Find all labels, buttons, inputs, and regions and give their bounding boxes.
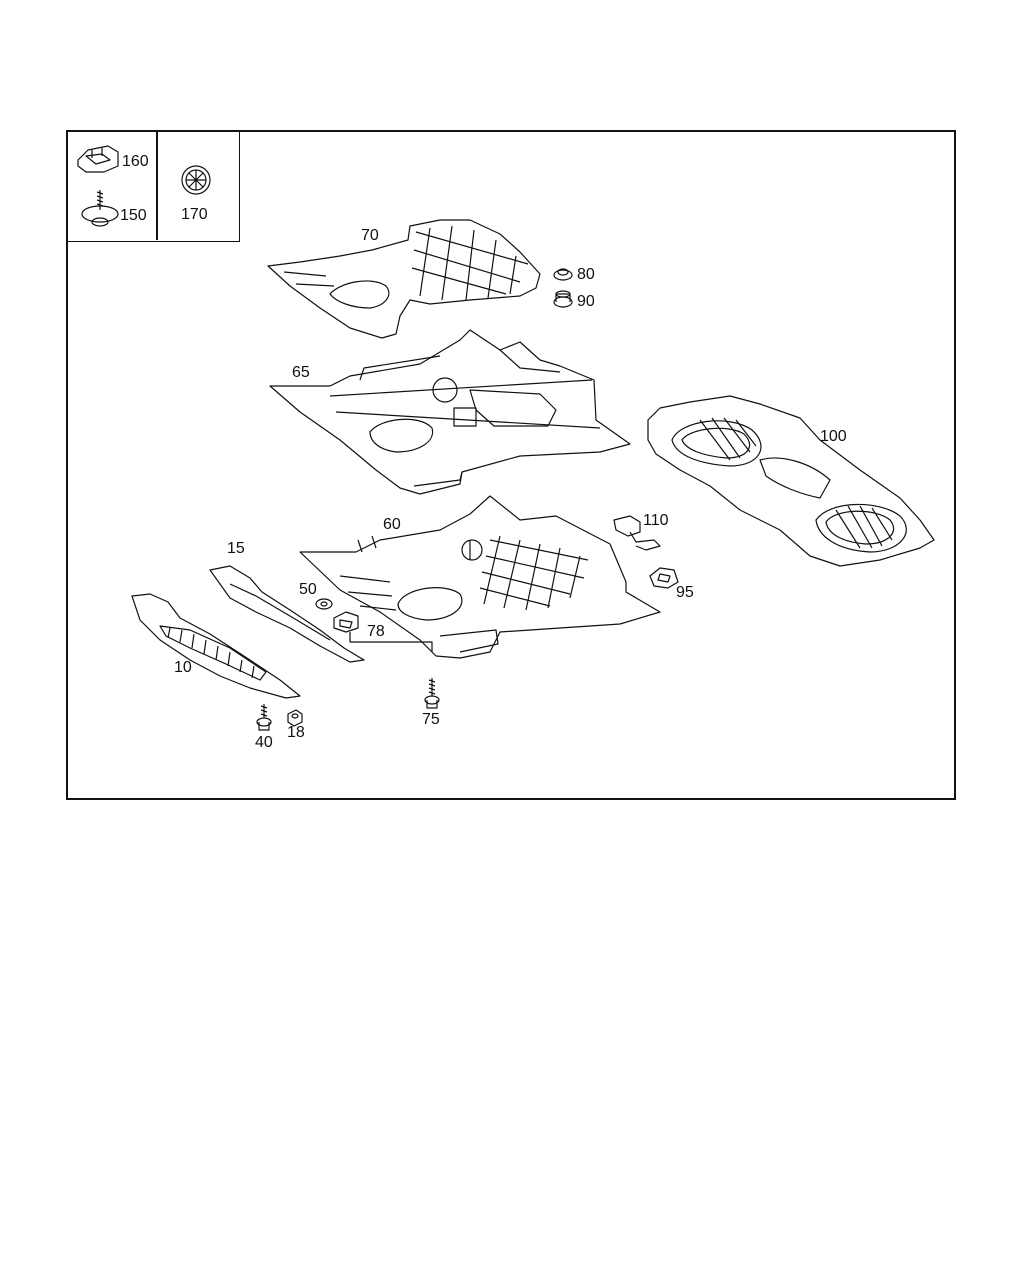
clip-icon (77, 145, 119, 173)
underbody-panel-60 (299, 495, 661, 659)
callout-18: 18 (287, 724, 305, 741)
washer-50-icon (315, 598, 333, 610)
bolt-40-icon (256, 704, 272, 731)
callout-90: 90 (577, 293, 595, 310)
clip-80-icon (553, 268, 573, 281)
callout-78: 78 (367, 623, 385, 640)
callout-15: 15 (227, 540, 245, 557)
callout-70: 70 (361, 227, 379, 244)
bolt-75-icon (424, 678, 440, 709)
fastener-legend-box (66, 130, 240, 242)
callout-65: 65 (292, 364, 310, 381)
callout-50: 50 (299, 581, 317, 598)
callout-40: 40 (255, 734, 273, 751)
callout-75: 75 (422, 711, 440, 728)
rear-underbody-panel-100 (647, 395, 935, 567)
callout-60: 60 (383, 516, 401, 533)
nut-90-icon (553, 290, 573, 308)
trim-strip-15 (209, 565, 365, 663)
bracket-110-icon (613, 515, 661, 551)
underbody-panel-70 (267, 219, 541, 339)
clip-95-icon (649, 567, 679, 589)
callout-100: 100 (820, 428, 847, 445)
underbody-panel-65 (269, 329, 631, 495)
callout-160: 160 (122, 153, 149, 170)
front-shield-10 (131, 593, 301, 699)
callout-170: 170 (181, 206, 208, 223)
callout-80: 80 (577, 266, 595, 283)
callout-110: 110 (643, 512, 669, 529)
callout-95: 95 (676, 584, 694, 601)
screw-icon (81, 190, 119, 227)
nut-18-icon (287, 709, 303, 727)
callout-150: 150 (120, 207, 147, 224)
clip-78-icon (333, 611, 433, 652)
legend-divider (156, 130, 158, 240)
callout-10: 10 (174, 659, 192, 676)
diagram-frame (66, 130, 956, 800)
grommet-icon (181, 165, 211, 195)
